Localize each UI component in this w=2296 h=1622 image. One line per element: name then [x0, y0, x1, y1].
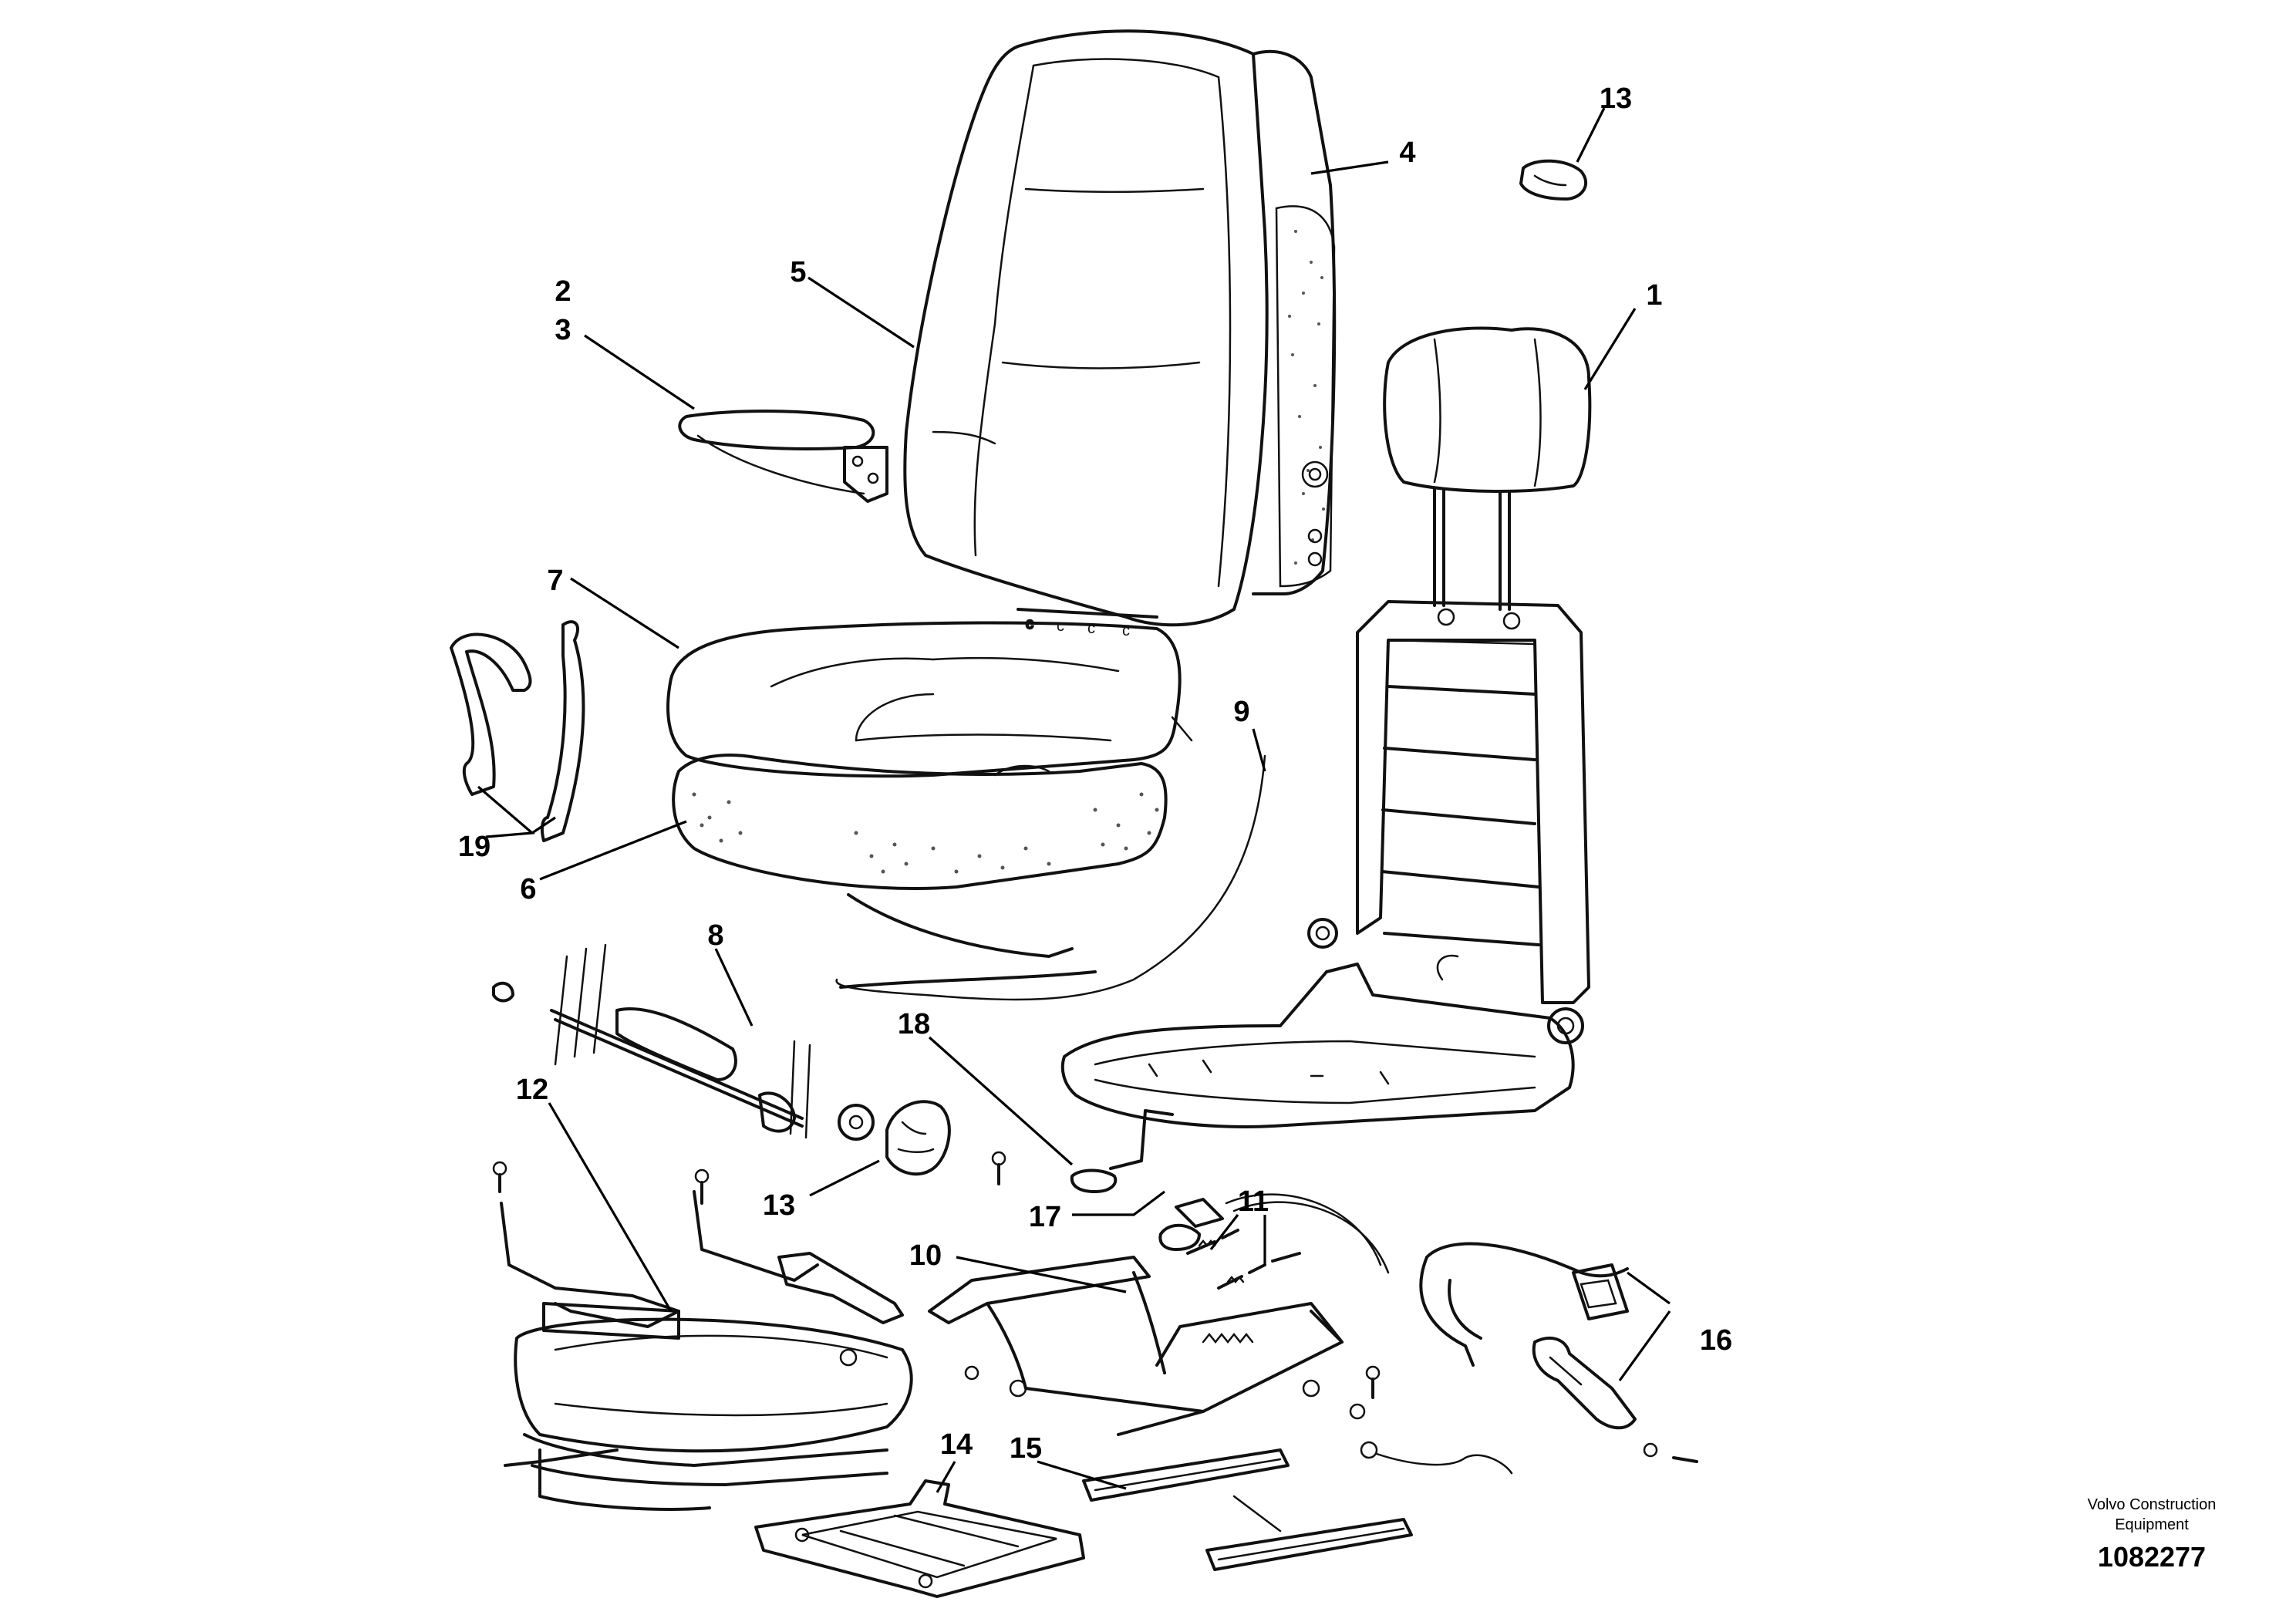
callout-1: 1: [1646, 279, 1662, 312]
callout-4: 4: [1399, 137, 1415, 169]
seat-adjuster-frame: [928, 1256, 1344, 1436]
callout-16: 16: [1700, 1324, 1732, 1357]
straps: [450, 620, 585, 842]
callout-3: 3: [555, 314, 571, 346]
cable: [835, 754, 1266, 1001]
seat-belt: [1419, 1242, 1637, 1430]
springs: [1186, 1229, 1301, 1290]
seat-cushion: c c c c: [666, 608, 1193, 778]
backrest-cushion: [903, 29, 1269, 627]
callout-11: 11: [1238, 1185, 1269, 1218]
bowden-cable: [1360, 1441, 1513, 1475]
backrest-rear-cover: [1252, 49, 1337, 595]
credit-company-line1: Volvo Construction: [2087, 1496, 2217, 1513]
slide-rails: [1082, 1448, 1413, 1571]
callout-17: 17: [1029, 1201, 1061, 1233]
callout-8: 8: [707, 919, 723, 952]
callout-14: 14: [940, 1428, 973, 1461]
callout-13-middle: 13: [763, 1189, 795, 1222]
lower-mechanism: [500, 1190, 913, 1511]
callout-labels: 1 2 3 4 5 6 7 8 9 10 11 12 13 13 14 15 1…: [458, 83, 1732, 1465]
callout-19: 19: [458, 831, 491, 863]
adjustment-shaft: [492, 943, 875, 1141]
callout-15: 15: [1010, 1432, 1042, 1465]
lever-18: [1070, 1109, 1174, 1193]
svg-text:c: c: [1087, 620, 1095, 637]
armrest: [678, 410, 888, 503]
bolts: [492, 1151, 1698, 1463]
figure-number: 1082277: [2097, 1541, 2207, 1573]
headrest: [1383, 326, 1592, 611]
handwheel: [885, 1100, 951, 1176]
lever-knob-small: [1519, 159, 1587, 201]
callout-10: 10: [909, 1239, 942, 1272]
leader-lines: [477, 107, 1671, 1493]
seat-cushion-underside: [672, 754, 1168, 989]
mounting-frame: [754, 1479, 1085, 1598]
callout-18: 18: [898, 1008, 930, 1040]
callout-12: 12: [516, 1074, 548, 1106]
callout-5: 5: [790, 256, 806, 288]
seat-base-frame: [1060, 963, 1575, 1128]
callout-6: 6: [520, 873, 536, 905]
svg-text:c: c: [1057, 618, 1064, 635]
callout-9: 9: [1233, 696, 1249, 728]
svg-text:c: c: [1026, 615, 1033, 632]
callout-7: 7: [547, 565, 563, 597]
lever-17: [1158, 1193, 1390, 1274]
credit-company-line2: Equipment: [2115, 1516, 2189, 1533]
callout-2: 2: [555, 275, 571, 308]
backrest-frame: [1307, 600, 1590, 1044]
svg-text:c: c: [1122, 622, 1130, 639]
callout-13-top: 13: [1600, 83, 1632, 115]
